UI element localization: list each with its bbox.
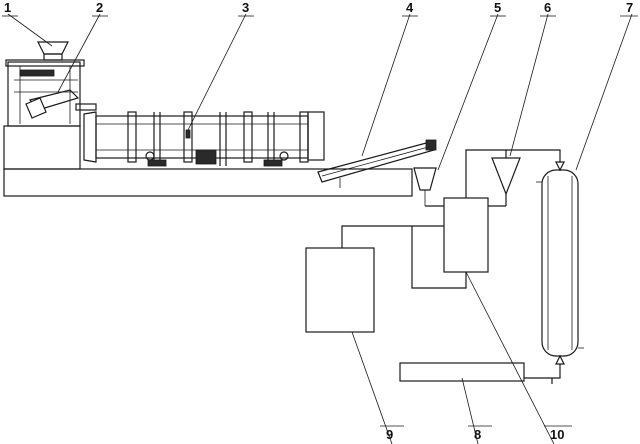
rotary-drum	[83, 111, 325, 167]
callout-5: 5	[494, 0, 501, 15]
callout-2: 2	[96, 0, 103, 15]
inclined-conveyor	[317, 139, 437, 188]
cyclone-separator	[491, 150, 521, 206]
process-tank	[443, 197, 489, 273]
callout-7: 7	[626, 0, 633, 15]
piping	[341, 149, 561, 384]
feed-hopper	[37, 41, 69, 61]
callout-3: 3	[242, 0, 249, 15]
horizontal-collector	[399, 362, 525, 382]
callout-1: 1	[4, 0, 11, 15]
vertical-column	[536, 161, 584, 365]
storage-unit	[305, 247, 375, 333]
callout-10: 10	[550, 427, 564, 442]
callout-9: 9	[386, 427, 393, 442]
screening-frame	[5, 59, 97, 127]
collection-funnel	[413, 167, 437, 206]
leader-lines	[7, 13, 633, 444]
callout-8: 8	[474, 427, 481, 442]
callout-6: 6	[544, 0, 551, 15]
callout-4: 4	[406, 0, 414, 15]
